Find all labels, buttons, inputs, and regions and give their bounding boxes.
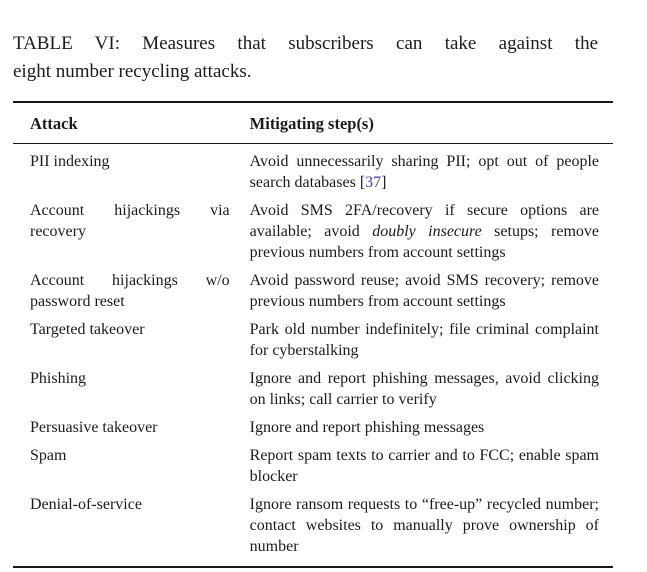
mitigation-text: Ignore ransom requests to “free-up” recy… (249, 496, 599, 555)
table-row: Persuasive takeover Ignore and report ph… (13, 410, 613, 438)
mitigation-column-header: Mitigating step(s) (248, 102, 613, 144)
attack-column-header: Attack (13, 102, 249, 144)
attack-cell: Persuasive takeover (30, 419, 158, 436)
table-caption-line-1: TABLE VI: Measures that subscribers can … (13, 33, 598, 54)
table-row: Phishing Ignore and report phishing mess… (13, 361, 613, 410)
table-body: PII indexing Avoid unnecessarily sharing… (13, 144, 613, 568)
table-row: Targeted takeover Park old number indefi… (13, 312, 613, 361)
attack-cell: PII indexing (30, 153, 110, 170)
mitigation-text: Park old number indefinitely; file crimi… (249, 321, 599, 359)
attack-cell: Phishing (30, 370, 87, 387)
mitigation-text: Avoid unnecessarily sharing PII; opt out… (249, 153, 599, 191)
mitigation-cell: Report spam texts to carrier and to FCC;… (249, 438, 613, 487)
attack-cell: Spam (30, 447, 67, 464)
mitigation-cell: Ignore and report phishing messages (249, 410, 613, 438)
mitigation-cell: Park old number indefinitely; file crimi… (249, 312, 613, 361)
table-row: Spam Report spam texts to carrier and to… (13, 438, 613, 487)
table-row: Account hijackings w/o password reset Av… (13, 263, 613, 312)
attack-cell: Denial-of-service (30, 496, 142, 513)
mitigation-text: Avoid password reuse; avoid SMS recovery… (249, 272, 599, 310)
mitigation-text-italic: doubly insecure (372, 223, 482, 240)
mitigation-text: Ignore and report phishing messages, avo… (249, 370, 599, 408)
table-row: Account hijackings via recovery Avoid SM… (13, 193, 613, 263)
citation-link[interactable]: 37 (365, 174, 382, 191)
attack-cell: Account hijackings via recovery (30, 202, 230, 240)
table-row: Denial-of-service Ignore ransom requests… (13, 487, 613, 567)
measures-table: Attack Mitigating step(s) PII indexing A… (13, 101, 613, 568)
table-caption-line-2: eight number recycling attacks. (13, 61, 252, 82)
mitigation-text: Report spam texts to carrier and to FCC;… (249, 447, 599, 485)
table-header-row: Attack Mitigating step(s) (13, 102, 613, 144)
mitigation-text: Ignore and report phishing messages (249, 419, 485, 436)
attack-cell: Targeted takeover (30, 321, 145, 338)
mitigation-text: Avoid SMS 2FA/recovery if secure options… (249, 202, 599, 240)
table-caption: TABLE VI: Measures that subscribers can … (13, 30, 598, 86)
mitigation-cell: Avoid password reuse; avoid SMS recovery… (249, 263, 613, 312)
mitigation-cell: Ignore ransom requests to “free-up” recy… (249, 487, 613, 567)
paper-page: TABLE VI: Measures that subscribers can … (13, 30, 613, 568)
mitigation-cell: Avoid SMS 2FA/recovery if secure options… (249, 193, 613, 263)
attack-cell: Account hijackings w/o password reset (30, 272, 230, 310)
mitigation-text: setups; remove previous numbers from acc… (249, 223, 599, 261)
mitigation-cell: Avoid unnecessarily sharing PII; opt out… (249, 144, 613, 194)
table-row: PII indexing Avoid unnecessarily sharing… (13, 144, 613, 194)
mitigation-cell: Ignore and report phishing messages, avo… (249, 361, 613, 410)
mitigation-text: ] (381, 174, 387, 191)
